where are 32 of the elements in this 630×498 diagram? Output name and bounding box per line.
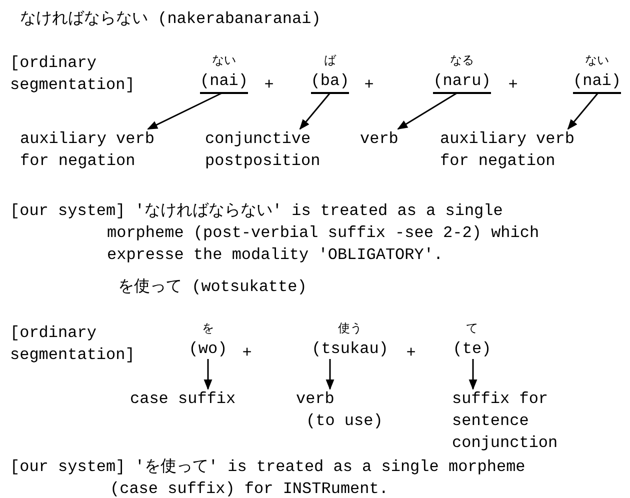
row-label: [ordinary segmentation] bbox=[10, 323, 136, 366]
arrow bbox=[567, 92, 599, 130]
segment-text: ない (nai) bbox=[189, 52, 259, 94]
arrow bbox=[326, 359, 334, 390]
heading-text: を使って (wotsukatte) bbox=[118, 277, 308, 298]
arrow bbox=[204, 359, 212, 390]
arrow bbox=[468, 359, 478, 390]
plus-sign: + bbox=[507, 75, 519, 96]
explanation-text: [our system] 'を使って' is treated as a single morpheme (case suffix) for INSTRument. bbox=[10, 457, 526, 498]
segment-text: ない (nai) bbox=[565, 52, 629, 94]
meaning-text: auxiliary verb for negation bbox=[440, 128, 595, 172]
segment-text: て (te) bbox=[447, 320, 497, 360]
row-label: [ordinary segmentation] bbox=[10, 53, 136, 96]
segment-text: なる (naru) bbox=[427, 52, 497, 94]
meaning-text: case suffix bbox=[130, 388, 250, 410]
segment-text: を (wo) bbox=[183, 320, 233, 360]
meaning-text: conjunctive postposition bbox=[205, 128, 335, 172]
explanation-text: [our system] 'なければならない' is treated as a single morpheme (post-verbial suffix -see 2-2) which expresse the modality 'OBLIGATORY'. bbox=[10, 201, 540, 266]
meaning-text: auxiliary verb for negation bbox=[20, 128, 175, 172]
meaning-text: verb (to use) bbox=[296, 388, 406, 432]
heading-text: なければならない (nakerabanaranai) bbox=[20, 9, 322, 30]
segment-text: 使う (tsukau) bbox=[305, 320, 395, 360]
meaning-text: verb bbox=[360, 128, 405, 150]
plus-sign: + bbox=[405, 343, 417, 364]
plus-sign: + bbox=[263, 75, 275, 96]
arrow bbox=[299, 92, 331, 130]
arrow bbox=[397, 92, 458, 130]
arrow bbox=[147, 92, 222, 130]
plus-sign: + bbox=[241, 343, 253, 364]
segment-text: ば (ba) bbox=[300, 52, 360, 94]
meaning-text: suffix for sentence conjunction bbox=[452, 388, 567, 454]
plus-sign: + bbox=[363, 75, 375, 96]
